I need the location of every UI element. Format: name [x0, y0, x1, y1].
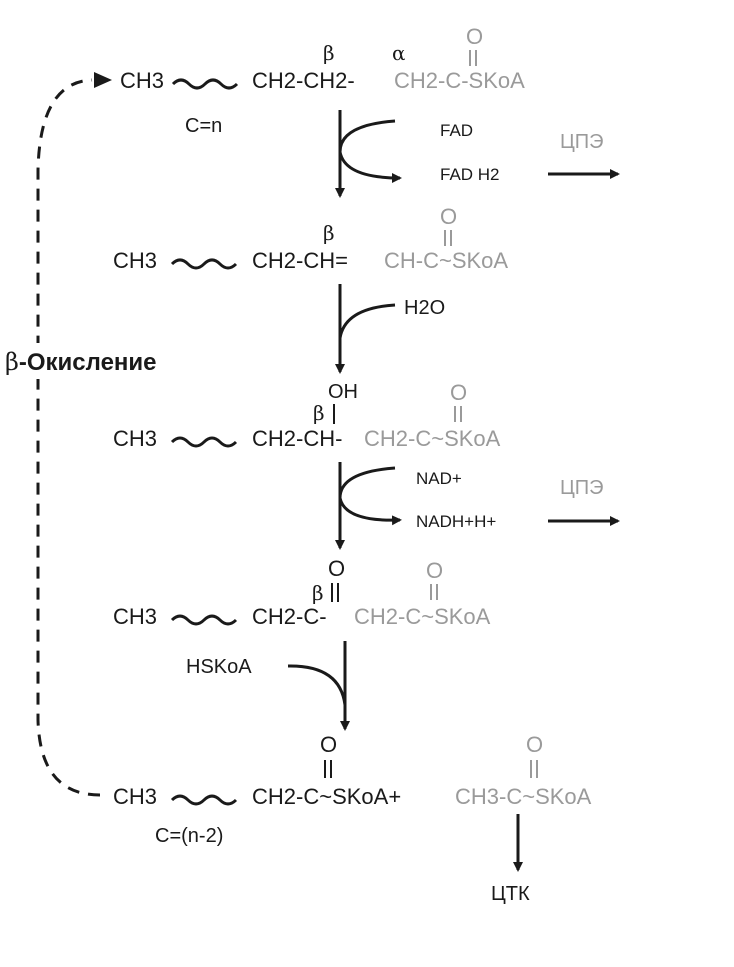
carbonyl-oxygen: O [426, 558, 443, 583]
beta-label: β [323, 41, 335, 65]
carbonyl-double-bond [469, 50, 477, 66]
cycle-label: β-Окисление [5, 348, 157, 376]
step-1-input: FAD [440, 121, 473, 140]
chain-grey: CH2-C-SKoA [394, 68, 525, 93]
step-3-destination: ЦПЭ [560, 477, 604, 499]
carbonyl-oxygen-dark: O [320, 732, 337, 757]
carbonyl-double-bond [454, 406, 462, 422]
ch3-group: CH3 [120, 68, 164, 93]
ch3-group: CH3 [113, 248, 157, 273]
carbonyl-double-bond [444, 230, 452, 246]
keto-oxygen: O [328, 556, 345, 581]
row-4-ketoacyl-coa: O β CH3 CH2-C- CH2-C~SKoA O [113, 556, 491, 629]
carbon-count: C=n [185, 115, 222, 137]
chain-wave [170, 794, 238, 806]
step-3-oxidation: NAD+ NADH+H+ ЦПЭ [335, 462, 620, 550]
carbonyl-oxygen-grey: O [526, 732, 543, 757]
carbonyl-oxygen: O [466, 24, 483, 49]
beta-label: β [312, 581, 324, 605]
alpha-label: α [392, 41, 406, 65]
carbonyl-double-bond [430, 584, 438, 600]
row-3-hydroxyacyl-coa: OH β CH3 CH2-CH- CH2-C~SKoA O [113, 380, 501, 451]
keto-double-bond [331, 583, 339, 602]
step-2-input: H2O [404, 297, 445, 319]
step-4-thiolysis: HSKoA [186, 641, 350, 731]
chain-dark: CH2-CH- [252, 426, 342, 451]
step-3-output: NADH+H+ [416, 512, 496, 531]
chain-grey: CH-C~SKoA [384, 248, 508, 273]
acetyl-coa: CH3-C~SKoA [455, 784, 592, 809]
carbonyl-oxygen: O [450, 380, 467, 405]
chain-grey: CH2-C~SKoA [354, 604, 491, 629]
beta-label: β [323, 221, 335, 245]
ch3-group: CH3 [113, 604, 157, 629]
step-5-destination: ЦТК [491, 883, 530, 905]
chain-wave [171, 78, 239, 90]
step-1-dehydrogenation: FAD FAD H2 ЦПЭ [335, 110, 620, 198]
chain-grey: CH2-C~SKoA [364, 426, 501, 451]
chain-dark: CH2-CH= [252, 248, 348, 273]
step-1-destination: ЦПЭ [560, 131, 604, 153]
ch3-group: CH3 [113, 426, 157, 451]
beta-label: β [313, 401, 325, 425]
step-4-input: HSKoA [186, 656, 252, 678]
cycle-return-arrow [36, 72, 112, 797]
chain-dark: CH2-C~SKoA+ [252, 784, 401, 809]
hydroxyl-group: OH [328, 381, 358, 403]
step-3-input: NAD+ [416, 469, 462, 488]
ch3-group: CH3 [113, 784, 157, 809]
row-5-products: O CH3 CH2-C~SKoA+ CH3-C~SKoA O C=(n-2) [113, 732, 592, 847]
step-5-to-tca: ЦТК [491, 814, 530, 905]
chain-dark: CH2-CH2- [252, 68, 355, 93]
carbon-count: C=(n-2) [155, 825, 223, 847]
carbonyl-double-bond-grey [530, 760, 538, 778]
chain-wave [170, 258, 238, 270]
row-2-enoyl-coa: CH3 CH2-CH= CH-C~SKoA β O [113, 204, 508, 273]
carbonyl-double-bond-dark [324, 760, 332, 778]
chain-wave [170, 614, 238, 626]
step-2-hydration: H2O [335, 284, 445, 374]
chain-dark: CH2-C- [252, 604, 327, 629]
carbonyl-oxygen: O [440, 204, 457, 229]
row-1-acyl-coa: CH3 CH2-CH2- CH2-C-SKoA β α O C=n [120, 24, 525, 137]
step-1-output: FAD H2 [440, 165, 500, 184]
chain-wave [170, 436, 238, 448]
